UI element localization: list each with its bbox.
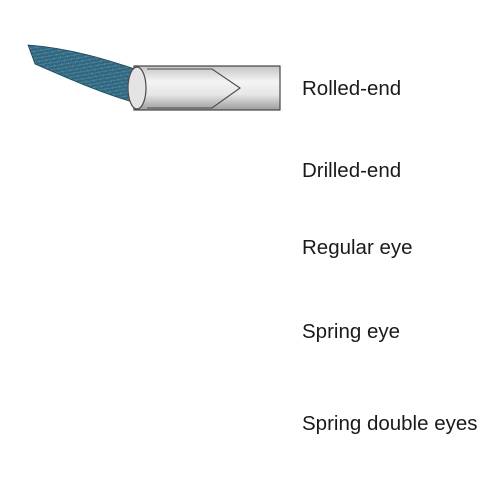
label-rolled-end: Rolled-end [302,77,402,100]
rolled-end-seam [147,68,241,109]
rolled-end-needle-body [133,65,281,111]
rolled-end-suture-thread [27,44,141,105]
label-spring-double-eyes: Spring double eyes [302,412,478,435]
label-spring-eye: Spring eye [302,320,401,343]
rolled-end-needle [27,44,281,111]
label-regular-eye: Regular eye [302,236,413,259]
rolled-end-opening [127,66,147,110]
label-drilled-end: Drilled-end [302,159,402,182]
